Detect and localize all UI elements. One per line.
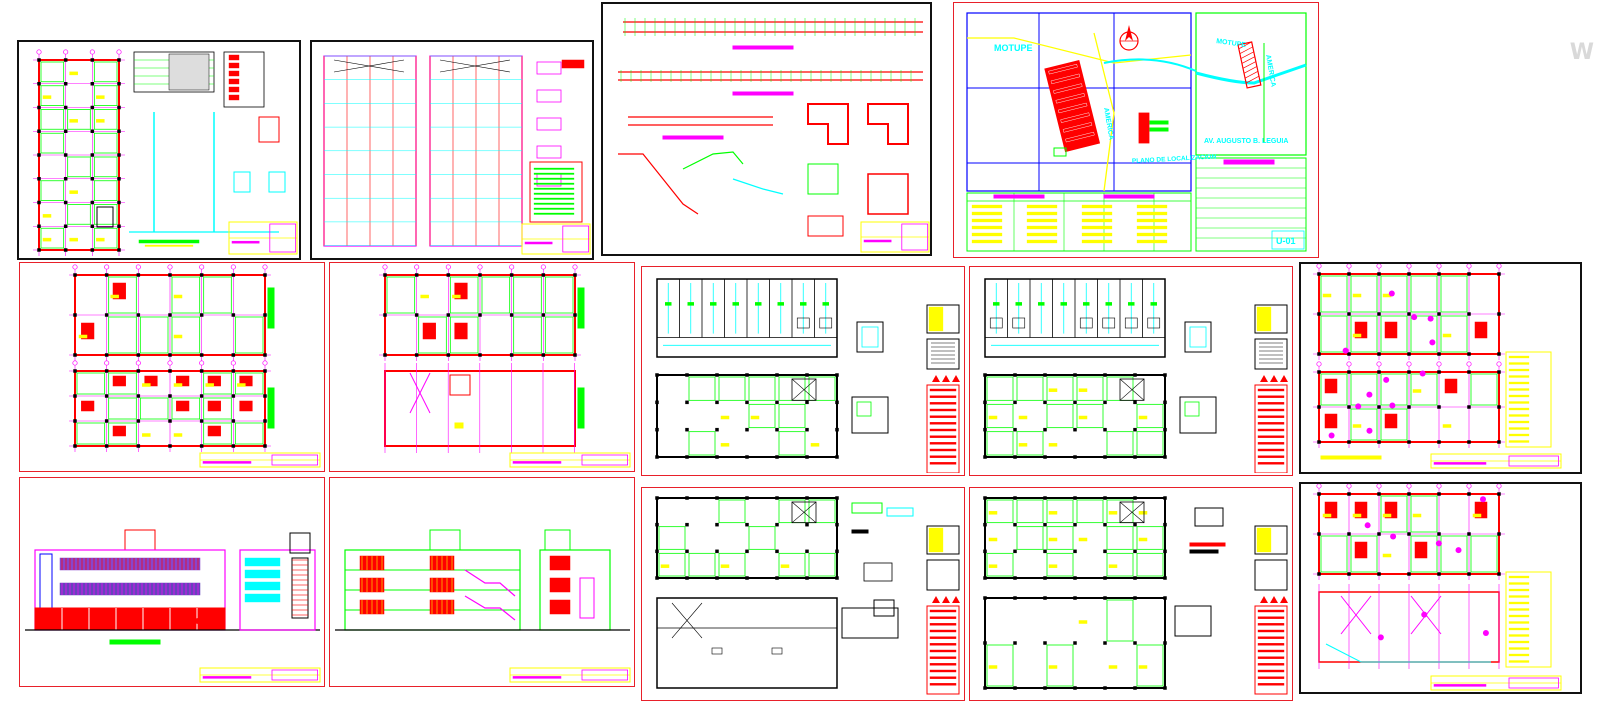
street-label-america-right: AMERICA [1264, 54, 1277, 87]
sheet-elevations-drawing [25, 529, 321, 683]
street-label-america: AMERICA [1102, 107, 1115, 140]
avenue-label: AV. AUGUSTO B. LEGUIA [1204, 138, 1288, 145]
sheet-sections [329, 477, 635, 687]
plan-caption: PLANO DE LOCALIZACION [1132, 154, 1217, 165]
sheet-roof-framing-plan-drawing [323, 55, 591, 255]
sheet-floor-plans-a-drawing [69, 264, 321, 468]
sheet-elevations [19, 477, 325, 687]
sheet-beam-stair-details-drawing [618, 18, 930, 253]
sheet-installations-2 [969, 266, 1293, 476]
sheet-sections-drawing [335, 529, 631, 683]
sheet-installations-3 [641, 487, 965, 701]
sheet-electrical-1-drawing [1313, 264, 1562, 469]
sheet-installations-3-drawing [655, 496, 960, 695]
location-map-frame [966, 12, 1192, 192]
sheet-installations-4 [969, 487, 1293, 701]
sheet-foundation-plan-drawing [33, 49, 298, 256]
sheet-installations-4-drawing [983, 496, 1288, 695]
site-hatch [1237, 41, 1262, 89]
sheet-location-plan-drawing: MOTUPE MOTUPE AMERICA AMERICA AV. AUGUSTO B.… [966, 12, 1307, 252]
sheet-location-plan: MOTUPE MOTUPE AMERICA AMERICA AV. AUGUSTO B.… [953, 2, 1319, 258]
street-label-motupe-right: MOTUPE [1216, 38, 1247, 49]
sheet-floor-plans-b-drawing [379, 264, 631, 468]
sheet-electrical-1 [1299, 262, 1582, 474]
sheet-electrical-2 [1299, 482, 1582, 694]
sheet-electrical-2-drawing [1313, 484, 1562, 691]
sheet-floor-plans-b [329, 262, 635, 472]
building-footprint [1044, 59, 1101, 153]
street-label-motupe: MOTUPE [994, 43, 1033, 53]
sheet-beam-stair-details [601, 2, 932, 256]
sheet-code: U-01 [1276, 236, 1296, 246]
watermark-w-icon: W [1569, 40, 1594, 65]
sheet-installations-1 [641, 266, 965, 476]
compass-north-icon [1119, 25, 1139, 51]
sheet-installations-2-drawing [983, 278, 1288, 473]
sheet-roof-framing-plan [310, 40, 594, 260]
column-detail-l [807, 103, 849, 145]
sheet-floor-plans-a [19, 262, 325, 472]
sheet-foundation-plan [17, 40, 301, 260]
sheet-installations-1-drawing [655, 278, 960, 473]
